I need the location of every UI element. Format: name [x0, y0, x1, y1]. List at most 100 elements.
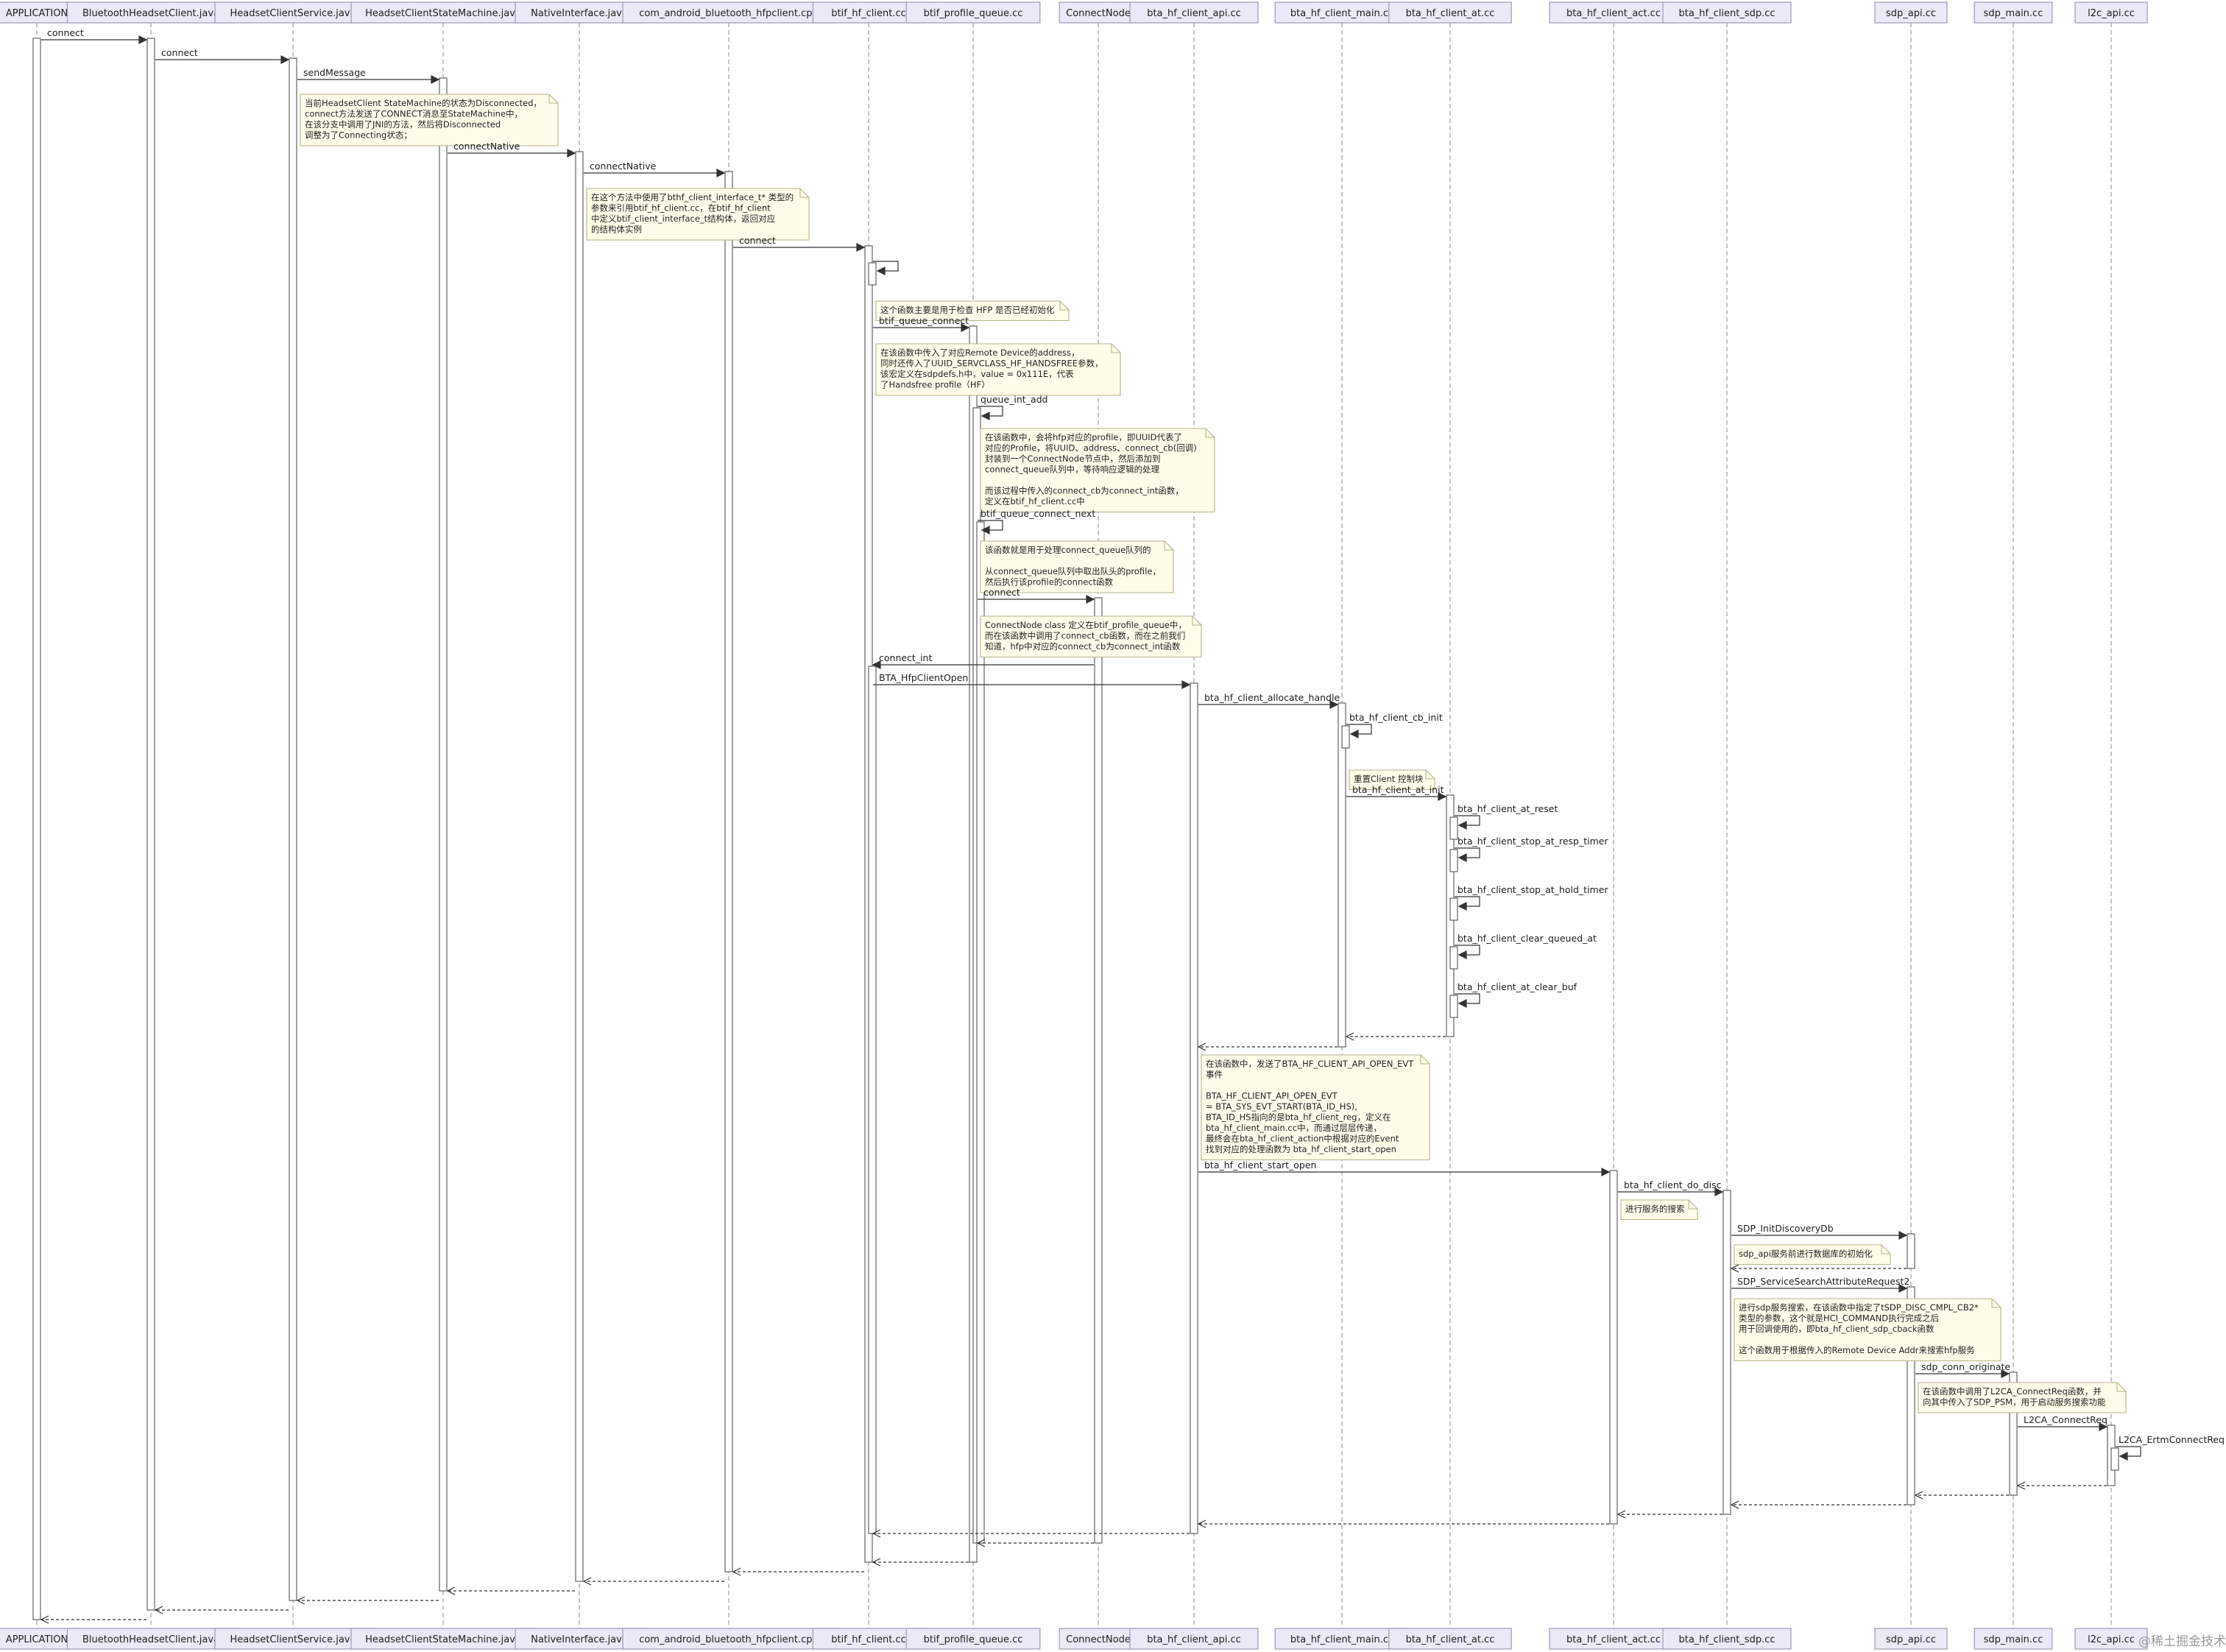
participant-box-sdp — [1662, 1, 1792, 24]
arrow-head — [154, 1606, 163, 1614]
message-label: connect — [983, 587, 1020, 598]
participant-label: bta_hf_client_act.cc — [1566, 1634, 1661, 1645]
message-label: bta_hf_client_at_clear_buf — [1458, 981, 1577, 992]
participant-label: sdp_main.cc — [1984, 1634, 2043, 1645]
note-text: = BTA_SYS_EVT_START(BTA_ID_HS), — [1206, 1101, 1357, 1112]
note-text: 定义在btif_hf_client.cc中 — [985, 496, 1085, 506]
note-fold — [1111, 344, 1120, 353]
activation-bar — [976, 521, 985, 1544]
note-text: 这个函数主要是用于检查 HFP 是否已经初始化 — [880, 305, 1055, 315]
activation-bar — [1338, 702, 1346, 1048]
message-label: sdp_conn_originate — [1921, 1361, 2010, 1372]
note-text: 当前HeadsetClient StateMachine的状态为Disconne… — [305, 98, 542, 108]
note — [980, 615, 1202, 658]
participant-box-btif — [812, 1628, 925, 1650]
participant-box-smain — [1974, 1628, 2053, 1650]
message-label: bta_hf_client_at_init — [1352, 784, 1444, 795]
participant-label: bta_hf_client_act.cc — [1566, 8, 1661, 19]
message-label: bta_hf_client_stop_at_resp_timer — [1458, 836, 1608, 847]
note-text: 进行服务的搜索 — [1625, 1204, 1685, 1214]
arrow-head — [716, 169, 726, 177]
note-text: 而在该函数中调用了connect_cb函数，而在之前我们 — [985, 631, 1185, 641]
participant-label: HeadsetClientService.java — [230, 8, 356, 19]
participant-box-main — [1274, 1, 1410, 24]
participant-label: bta_hf_client_at.cc — [1406, 8, 1495, 19]
arrow-head — [446, 1586, 456, 1595]
participant-box-sdp — [1662, 1628, 1792, 1650]
arrow-head — [567, 149, 576, 158]
participant-label: com_android_bluetooth_hfpclient.cpp — [639, 8, 819, 19]
note-text: connect方法发送了CONNECT消息至StateMachine中， — [305, 109, 523, 119]
note — [1201, 1054, 1430, 1161]
activation-bar — [1094, 597, 1103, 1544]
note-fold — [1881, 1245, 1890, 1254]
note — [980, 540, 1174, 593]
arrow-head — [138, 35, 148, 44]
participant-label: bta_hf_client_main.cc — [1290, 8, 1393, 19]
arrow-head — [1329, 700, 1339, 709]
activation-bar — [439, 77, 448, 1592]
self-message-arrow — [978, 520, 1003, 531]
activation-bar — [1449, 995, 1458, 1018]
arrow-head — [1345, 1032, 1354, 1041]
arrow-head — [1458, 902, 1467, 911]
participant-label: bta_hf_client_api.cc — [1147, 8, 1241, 19]
participant-label: l2c_api.cc — [2088, 1634, 2135, 1645]
participant-box-act — [1549, 1, 1678, 24]
participant-label: bta_hf_client_sdp.cc — [1678, 1634, 1775, 1645]
participant-box-at — [1388, 1628, 1512, 1650]
note-text: 重置Client 控制块 — [1354, 774, 1424, 784]
note-fold — [1059, 301, 1069, 311]
arrow-head — [1730, 1264, 1739, 1273]
participant-box-main — [1274, 1628, 1410, 1650]
message-label: bta_hf_client_do_disc — [1624, 1179, 1722, 1190]
arrow-head — [981, 526, 990, 534]
message-label: L2CA_ErtmConnectReq — [2119, 1434, 2225, 1445]
participant-box-pq — [905, 1, 1041, 24]
note — [1349, 769, 1435, 791]
participant-box-sapi — [1874, 1, 1948, 24]
note-text: 在该函数中传入了对应Remote Device的address， — [880, 347, 1080, 358]
arrow-head — [1458, 999, 1467, 1008]
message-label: BTA_HfpClientOpen — [879, 672, 968, 683]
self-message-arrow — [1455, 993, 1480, 1004]
arrow-head — [1898, 1284, 1908, 1293]
note — [586, 188, 810, 241]
note-fold — [799, 188, 809, 198]
activation-bar — [1341, 725, 1350, 749]
activation-bar — [1190, 682, 1198, 1534]
participant-box-ni — [515, 1628, 644, 1650]
participant-box-ni — [515, 1, 644, 24]
note — [1734, 1298, 2001, 1362]
note-fold — [1688, 1200, 1697, 1210]
participant-label: btif_profile_queue.cc — [924, 8, 1023, 19]
activation-bar — [1449, 849, 1458, 872]
note — [980, 428, 1215, 513]
activation-bar — [575, 151, 584, 1582]
note-text: 知道，hfp中对应的connect_cb为connect_int函数 — [985, 641, 1181, 652]
participant-label: HeadsetClientStateMachine.java — [365, 8, 521, 19]
note-text: 类型的参数，这个就是HCI_COMMAND执行完成之后 — [1739, 1313, 1939, 1324]
participant-box-sapi — [1874, 1628, 1948, 1650]
activation-bar — [868, 262, 877, 286]
message-label: bta_hf_client_at_reset — [1458, 803, 1558, 814]
arrow-head — [431, 75, 440, 84]
note-text: 从connect_queue队列中取出队头的profile， — [985, 566, 1161, 576]
participant-box-api — [1129, 1, 1259, 24]
arrow-head — [1601, 1168, 1611, 1176]
message-label: bta_hf_client_cb_init — [1349, 712, 1443, 723]
participant-box-pq — [905, 1628, 1041, 1650]
participant-label: btif_hf_client.cc — [831, 1634, 906, 1645]
arrow-head — [1616, 1510, 1626, 1519]
arrow-head — [2016, 1481, 2026, 1490]
message-label: bta_hf_client_stop_at_hold_timer — [1458, 884, 1608, 895]
note-text: 该宏定义在sdpdefs.h中，value = 0x111E，代表 — [880, 369, 1074, 379]
arrow-head — [1197, 1042, 1206, 1051]
note-text: 这个函数用于根据传入的Remote Device Addr来搜索hfp服务 — [1739, 1345, 1975, 1355]
activation-bar — [32, 38, 41, 1620]
message-label: SDP_InitDiscoveryDb — [1737, 1223, 1834, 1234]
participant-box-cn — [1059, 1628, 1138, 1650]
participant-box-api — [1129, 1628, 1259, 1650]
note-text: 进行sdp服务搜索，在该函数中指定了tSDP_DISC_CMPL_CB2* — [1739, 1302, 1979, 1313]
note-text: 的结构体实例 — [591, 225, 642, 235]
